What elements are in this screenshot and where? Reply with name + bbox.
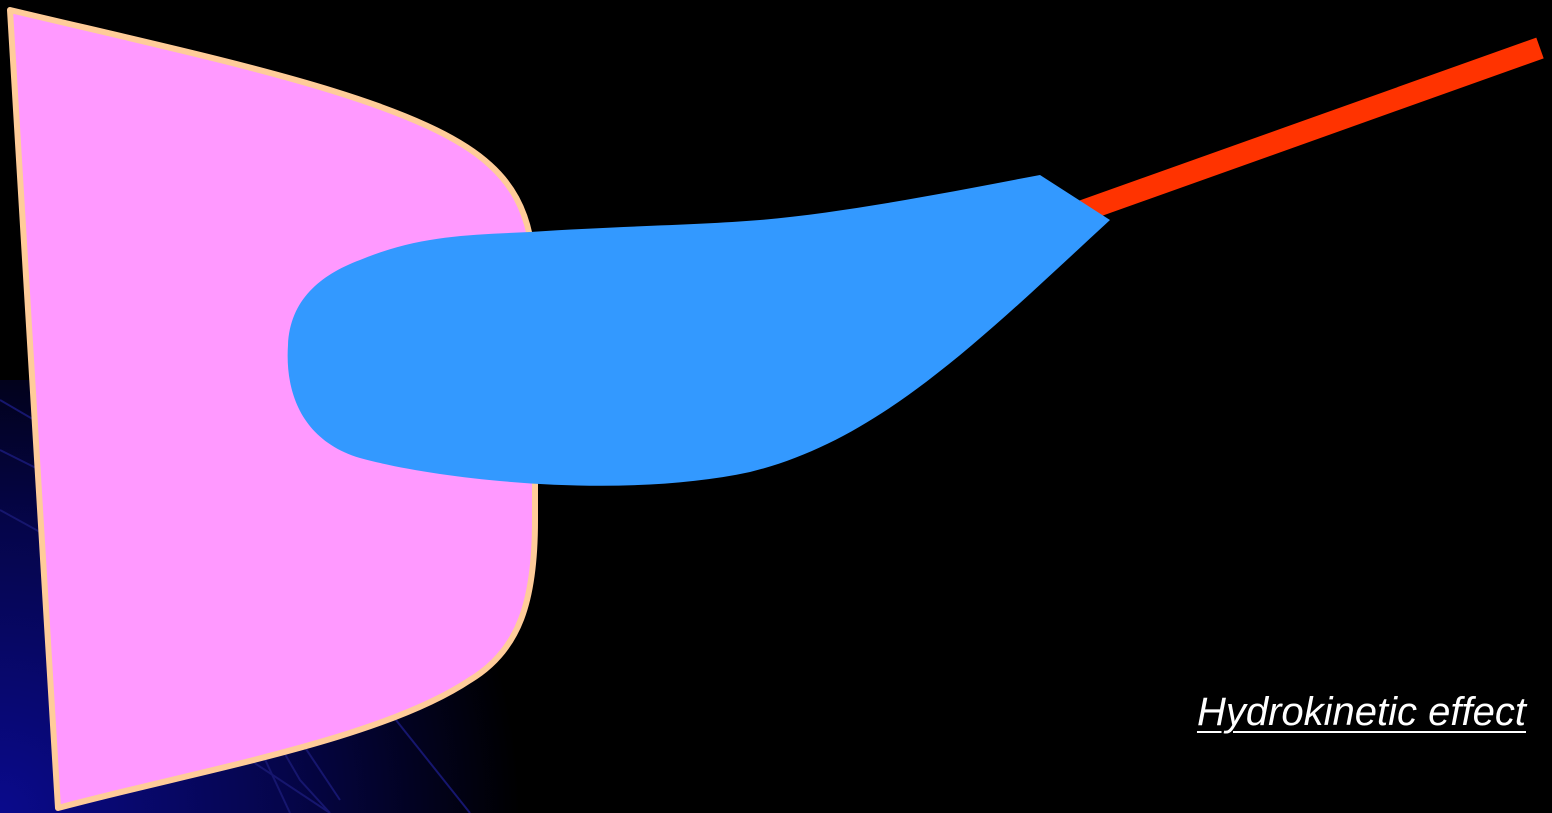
caption-text: Hydrokinetic effect	[1197, 688, 1526, 736]
